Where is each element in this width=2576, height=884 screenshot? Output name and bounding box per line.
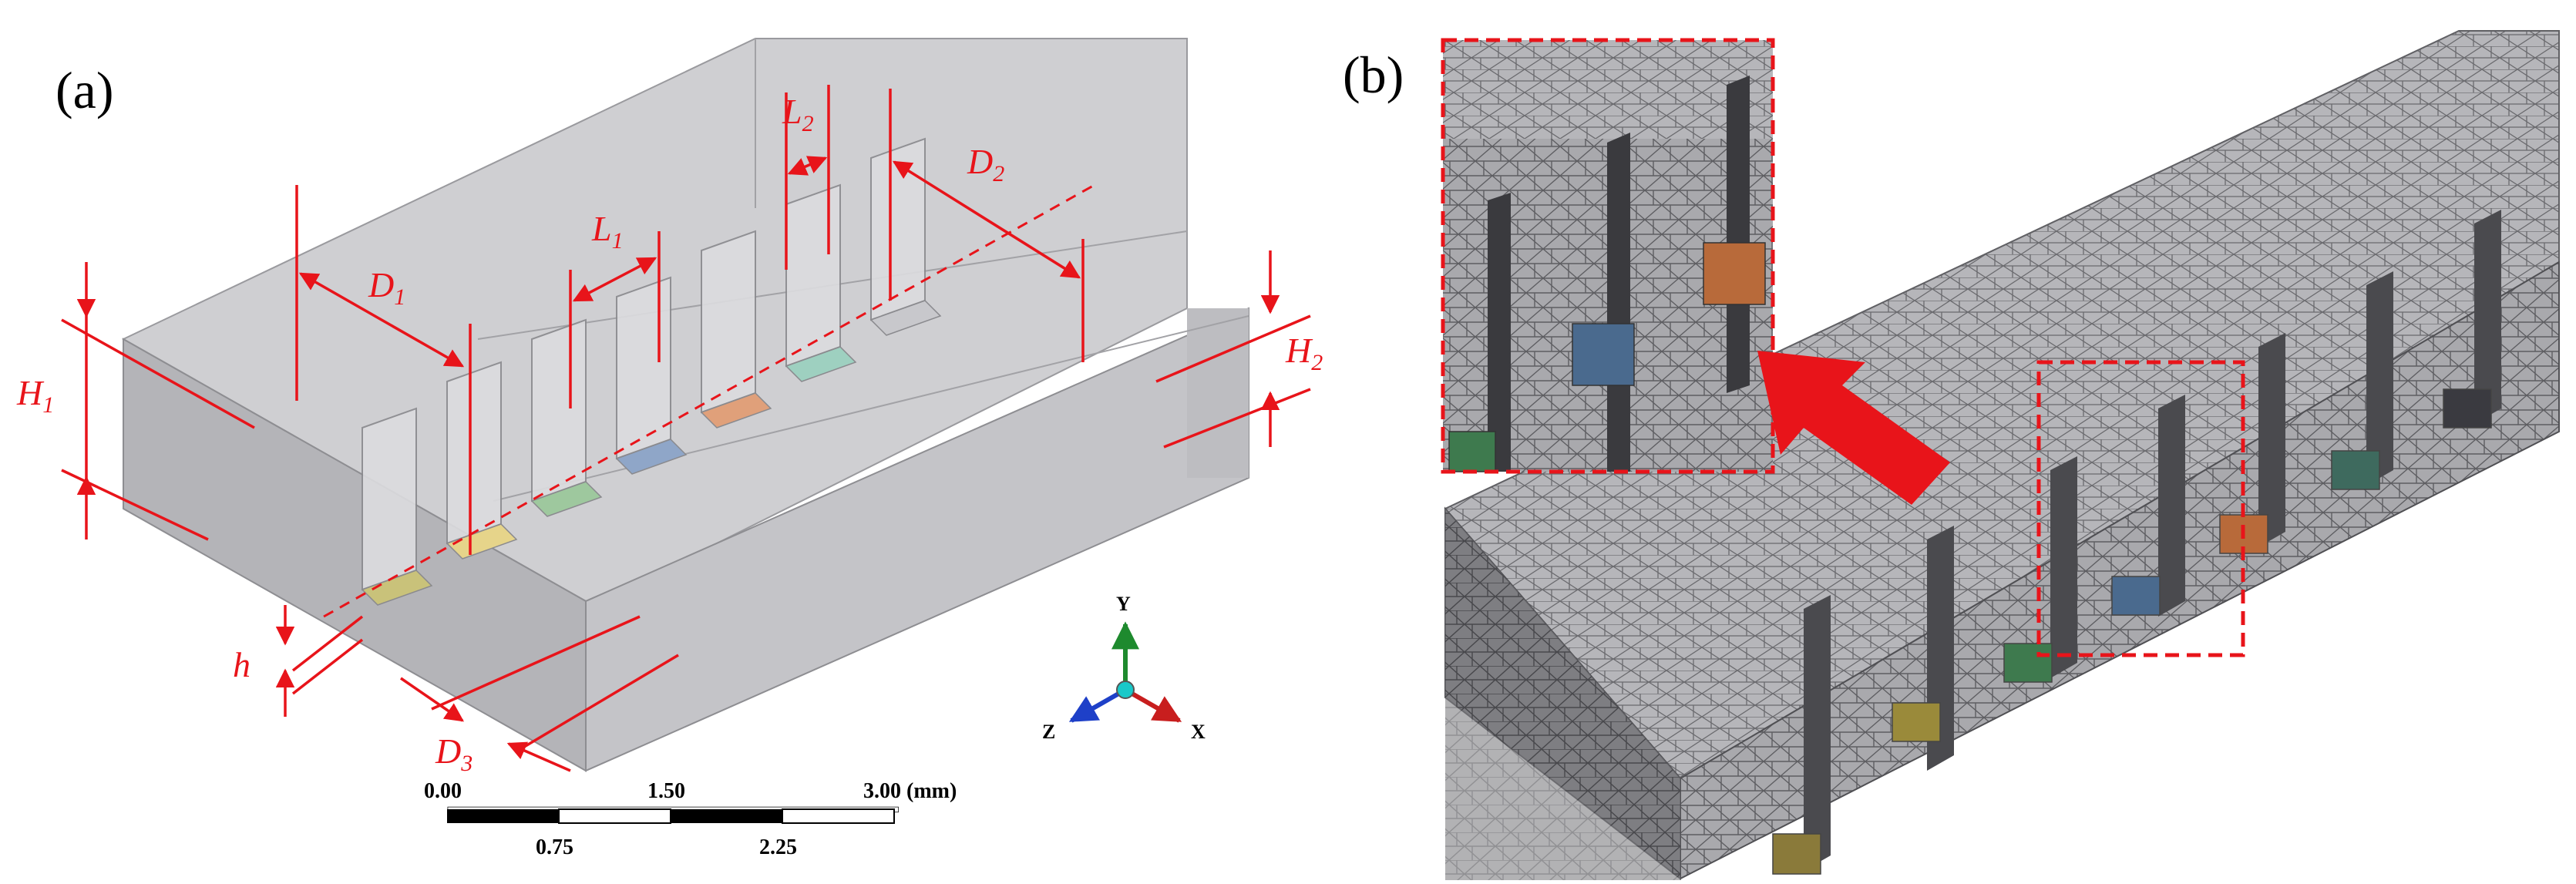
mesh-heater-pad xyxy=(2003,643,2053,683)
inset-heater-pad xyxy=(1703,242,1766,305)
step-edge-lower xyxy=(493,315,1249,502)
heater-pad xyxy=(530,481,603,517)
panel-a: (a) xyxy=(16,38,1323,859)
scale-label-1-50: 1.50 xyxy=(647,779,685,803)
inset-heater-pad xyxy=(1448,431,1496,472)
fin xyxy=(785,183,857,382)
zoom-arrow xyxy=(1757,351,1950,505)
scale-label-3-00: 3.00 (mm) xyxy=(863,779,957,803)
scale-segment xyxy=(558,808,671,824)
label-H1: H1 xyxy=(16,373,54,418)
scale-segment xyxy=(671,809,782,823)
axis-y-label: Y xyxy=(1116,593,1131,615)
label-H2: H2 xyxy=(1285,331,1323,375)
panel-b-label: (b) xyxy=(1343,45,1404,104)
substrate-block xyxy=(121,38,1249,772)
scale-segment xyxy=(447,809,559,823)
mesh-heater-pad xyxy=(2443,388,2492,429)
heater-pad xyxy=(361,570,433,606)
mesh-fin xyxy=(2003,456,2077,683)
mesh-fin xyxy=(2111,395,2185,617)
scale-label-0-75: 0.75 xyxy=(536,835,573,859)
inset-border xyxy=(1441,38,1775,474)
axis-x-arrow xyxy=(1124,687,1182,723)
zoom-region-box xyxy=(2036,360,2245,657)
label-D3: D3 xyxy=(435,731,472,776)
panel-b: (b) xyxy=(1343,30,2560,881)
mesh-heater-pad xyxy=(2111,576,2161,616)
scale-label-0: 0.00 xyxy=(424,779,462,803)
inset-heater-pad xyxy=(1572,323,1635,386)
fin xyxy=(530,318,603,517)
heater-pad xyxy=(700,392,772,429)
label-D2: D2 xyxy=(967,142,1004,187)
mesh-fin xyxy=(1772,595,1831,875)
axis-x-label: X xyxy=(1191,721,1206,743)
heater-pad xyxy=(615,439,688,475)
fin xyxy=(446,361,518,560)
scale-segment xyxy=(782,808,895,824)
label-h: h xyxy=(233,645,251,684)
fin xyxy=(700,230,772,429)
mesh-heater-pad xyxy=(1772,833,1821,875)
axis-z-label: Z xyxy=(1042,721,1055,743)
label-D1: D1 xyxy=(368,265,405,310)
heater-pad xyxy=(785,346,857,382)
label-L2: L2 xyxy=(782,92,814,136)
scale-label-2-25: 2.25 xyxy=(759,835,797,859)
axis-z-arrow xyxy=(1068,687,1127,723)
label-L1: L1 xyxy=(591,209,624,254)
step-face xyxy=(1187,308,1249,478)
heater-pad xyxy=(446,523,518,560)
panel-a-label: (a) xyxy=(55,61,113,119)
dimension-annotations xyxy=(61,85,1311,772)
axis-origin xyxy=(1116,681,1135,699)
scale-bar: 0.00 1.50 3.00 (mm) 0.75 2.25 xyxy=(424,779,957,859)
dimension-labels: H1 H2 D1 D2 D3 L1 L2 h xyxy=(16,92,1323,776)
mesh-fin xyxy=(2331,271,2393,490)
zoom-inset xyxy=(1441,38,1775,474)
mesh-heater-pad xyxy=(1892,702,1941,742)
mesh-heater-pad xyxy=(2331,450,2380,490)
mesh-fin xyxy=(1892,526,1954,771)
axis-triad: Y Z X xyxy=(1042,593,1206,743)
fin xyxy=(361,407,433,606)
heater-pad xyxy=(869,300,942,336)
mesh-fin xyxy=(2443,210,2501,429)
